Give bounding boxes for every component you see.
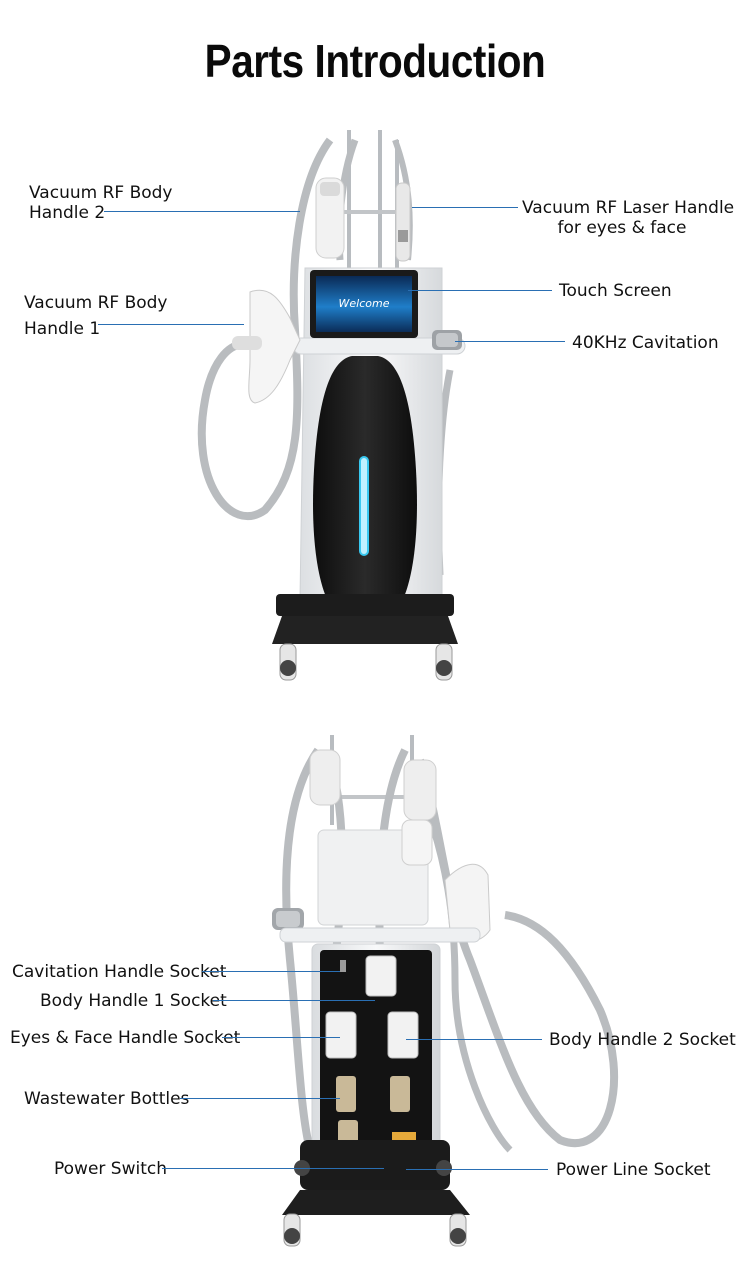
label-touch-screen: Touch Screen [559,281,672,301]
front-view-machine-image: Welcome [197,130,466,681]
label-handle1: Vacuum RF Body Handle 1 [24,290,168,342]
label-handle2-line2: Handle 2 [29,203,106,223]
label-power-line: Power Line Socket [556,1160,711,1180]
leader-line-handle1 [98,324,244,325]
leader-line-cavitation [455,341,565,342]
label-laser-line2: for eyes & face [557,218,687,238]
leader-line-body1-socket [213,1000,375,1001]
leader-line-cavitation-socket [202,971,340,972]
label-handle2-line1: Vacuum RF Body [29,183,173,203]
label-handle1-line2: Handle 1 [24,319,101,339]
label-cavitation-socket: Cavitation Handle Socket [12,962,227,982]
label-body2-socket: Body Handle 2 Socket [549,1030,736,1050]
label-handle1-line1: Vacuum RF Body [24,293,168,313]
label-laser-line1: Vacuum RF Laser Handle [522,198,735,218]
leader-line-body2-socket [406,1039,542,1040]
label-body1-socket: Body Handle 1 Socket [40,991,227,1011]
label-wastewater: Wastewater Bottles [24,1089,190,1109]
leader-line-power-switch [162,1168,384,1169]
leader-line-touch-screen [408,290,552,291]
label-power-switch: Power Switch [54,1159,168,1179]
label-cavitation: 40KHz Cavitation [572,333,719,353]
label-eyes-socket: Eyes & Face Handle Socket [10,1028,241,1048]
leader-line-wastewater [180,1098,340,1099]
leader-line-laser [412,207,518,208]
leader-line-power-line [406,1169,548,1170]
leader-line-eyes-socket [222,1037,340,1038]
label-laser-handle: Vacuum RF Laser Handle for eyes & face [522,198,735,238]
screen-welcome-text: Welcome [339,297,390,310]
leader-line-handle2 [104,211,300,212]
back-view-machine-image [272,735,619,1247]
page-title: Parts Introduction [204,35,546,87]
label-handle2: Vacuum RF Body Handle 2 [29,183,173,223]
